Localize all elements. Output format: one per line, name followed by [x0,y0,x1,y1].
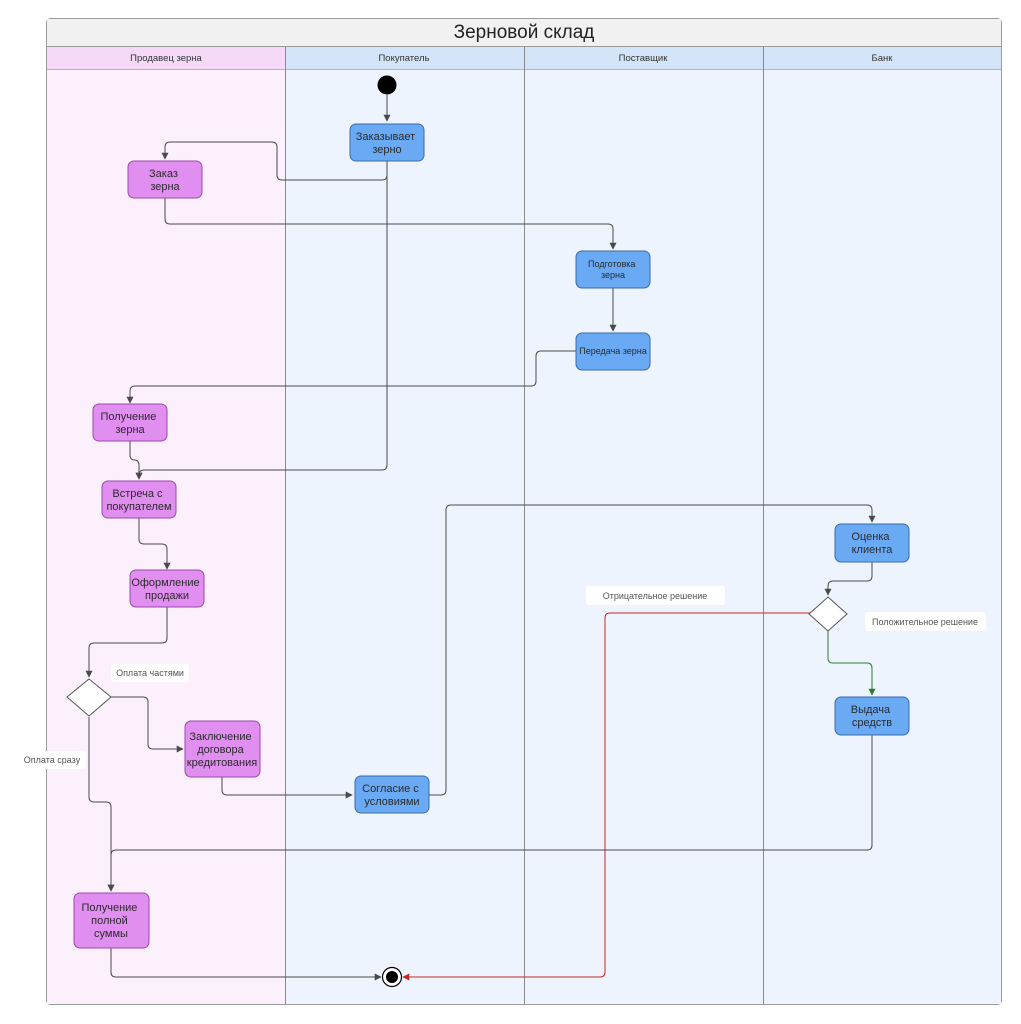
edge-order-to-seller [161,141,388,181]
svg-text:Получение полной с: Получение полной суммы [82,902,141,940]
lane-seller-body [47,69,285,1004]
label-immediate-payment-text: Оплата сразу [24,755,81,765]
lane-supplier-label: Поставщик [619,53,669,64]
svg-text:Получение зерна: Получение зерна [101,411,160,436]
node-grain-preparation: Подготовка зерна [575,250,651,289]
diagram-title: Зерновой склад [454,22,595,43]
edge-decision-to-full [88,717,115,892]
label-immediate-payment: Оплата сразу [18,751,86,769]
lane-buyer-label: Покупатель [378,53,429,64]
label-negative-decision-text: Отрицательное решение [603,591,708,601]
node-sale-registration: Оформление продажи [129,569,205,608]
edge-sale-to-decision [85,607,168,678]
svg-text:Заключение договора: Заключение договора кредитования [187,731,257,769]
edge-assess-to-bankdecision [824,562,873,596]
decision-payment-type [66,678,112,717]
label-partial-payment: Оплата частями [111,664,189,682]
node-full-sum: Получение полной суммы [73,892,150,949]
start-node [377,75,397,95]
lane-supplier-body [524,69,763,1004]
lane-buyer-header [285,47,524,69]
edge-issue-to-full [107,735,873,892]
edge-seller-to-prep [164,198,617,250]
lane-seller-header [47,47,285,69]
edge-transfer-to-receive [126,350,576,404]
edge-receive-to-meeting [129,441,143,480]
edge-meeting-to-sale [138,518,171,570]
label-positive-decision: Положительное решение [865,612,986,631]
svg-text:Встреча с покупателем: Встреча с покупателем [106,488,171,513]
edge-credit-to-agree [221,777,353,799]
lane-buyer-body [285,69,524,1004]
node-grain-order: Заказ зерна [127,160,203,199]
node-issue-funds: Выдача средств [834,696,910,736]
svg-text:Согласие с условиями: Согласие с условиями [362,783,422,808]
edge-bankdecision-to-issue [827,631,876,696]
label-positive-decision-text: Положительное решение [872,617,978,627]
lane-bank-header [763,47,1001,69]
edge-full-to-end [110,948,382,981]
edge-bankdecision-to-end [402,612,810,981]
lane-seller-label: Продавец зерна [130,53,202,64]
svg-text:Заказ зерна: Заказ зерна [149,168,181,193]
node-grain-transfer: Передача зерна [575,332,651,371]
lane-bank-label: Банк [872,53,894,64]
edge-agree-to-assess [429,504,876,796]
svg-text:Оценка клиента: Оценка клиента [851,531,893,556]
label-negative-decision: Отрицательное решение [586,586,725,605]
node-agree-conditions: Согласие с условиями [354,775,430,814]
node-grain-receive: Получение зерна [92,403,168,442]
svg-text:Выдача средств: Выдача средств [851,704,893,729]
node-buyer-meeting: Встреча с покупателем [101,480,177,519]
node-buyer-orders: Заказывает зерно [349,123,425,162]
svg-text:Оформление продажи: Оформление продажи [131,577,202,602]
svg-text:Заказывает зерно: Заказывает зерно [356,131,418,156]
title-bar [47,19,1001,46]
decision-bank [808,596,848,632]
node-credit-agreement: Заключение договора кредитования [184,720,261,778]
label-partial-payment-text: Оплата частями [116,668,184,678]
node-client-assessment: Оценка клиента [834,523,910,563]
svg-text:Передача зерна: Передача зерна [579,346,647,356]
svg-text:Подготовка зерна: Подготовка зерна [588,259,638,280]
lane-supplier-header [524,47,763,69]
end-node [381,966,403,988]
edge-decision-to-credit [111,696,184,753]
